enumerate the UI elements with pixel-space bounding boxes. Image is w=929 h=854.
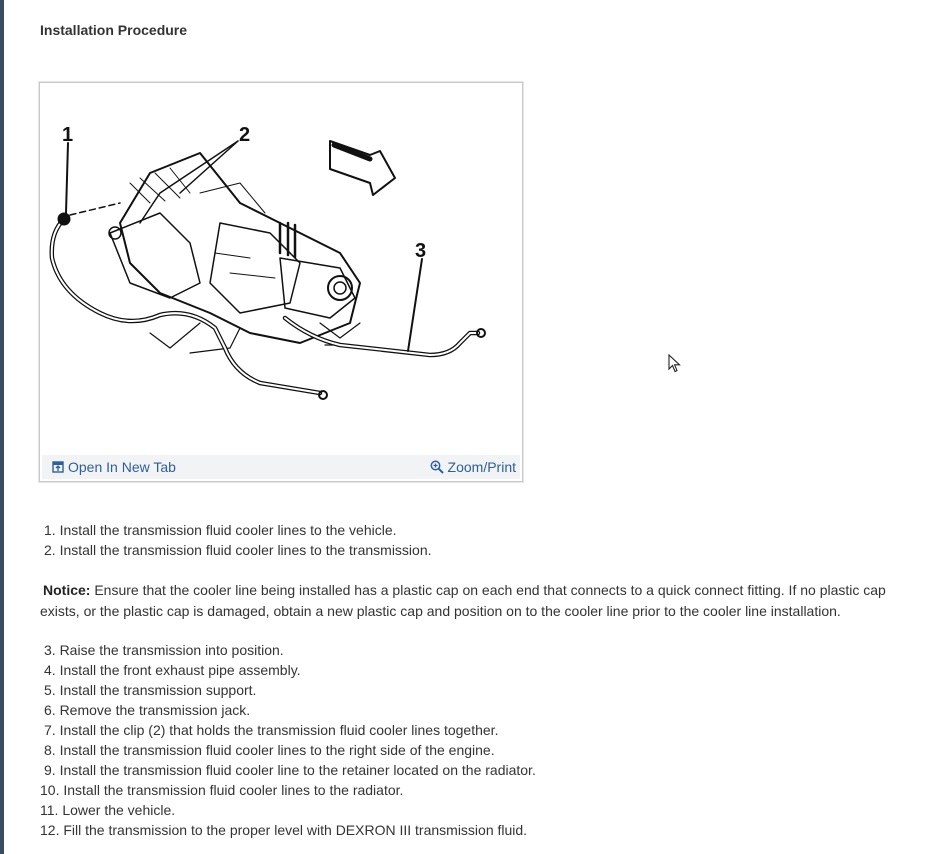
open-in-new-tab-label: Open In New Tab — [68, 459, 176, 475]
callout-1: 1 — [62, 124, 74, 146]
section-title: Installation Procedure — [40, 22, 188, 38]
zoom-print-link[interactable]: Zoom/Print — [430, 459, 516, 475]
list-item: 11. Lower the vehicle. — [40, 802, 176, 818]
list-item: 6. Remove the transmission jack. — [44, 702, 251, 718]
list-item: 10. Install the transmission fluid coole… — [40, 782, 404, 798]
notice-paragraph: Notice: Ensure that the cooler line bein… — [40, 580, 920, 622]
list-item: 9. Install the transmission fluid cooler… — [44, 762, 536, 778]
mouse-cursor-icon — [668, 354, 681, 373]
open-in-new-tab-link[interactable]: Open In New Tab — [52, 459, 176, 475]
callout-3: 3 — [415, 240, 427, 262]
notice-text: Ensure that the cooler line being instal… — [40, 582, 886, 619]
notice-label: Notice: — [43, 582, 91, 598]
open-new-tab-icon — [52, 461, 64, 473]
diagram-figure: Open In New Tab Zoom/Print — [39, 82, 523, 482]
list-item: 12. Fill the transmission to the proper … — [40, 822, 528, 838]
transmission-cooler-line-diagram — [49, 140, 486, 400]
list-item: 3. Raise the transmission into position. — [44, 642, 284, 658]
list-item: 7. Install the clip (2) that holds the t… — [44, 722, 499, 738]
figure-toolbar: Open In New Tab Zoom/Print — [42, 455, 520, 479]
list-item: 1. Install the transmission fluid cooler… — [44, 522, 397, 538]
list-item: 2. Install the transmission fluid cooler… — [44, 542, 432, 558]
steps-list-second: 3. Raise the transmission into position.… — [40, 640, 536, 840]
magnifier-plus-icon — [430, 460, 444, 474]
zoom-print-label: Zoom/Print — [447, 459, 516, 475]
list-item: 4. Install the front exhaust pipe assemb… — [44, 662, 301, 678]
list-item: 5. Install the transmission support. — [44, 682, 257, 698]
callout-2: 2 — [239, 124, 251, 146]
steps-list-first: 1. Install the transmission fluid cooler… — [40, 520, 432, 560]
list-item: 8. Install the transmission fluid cooler… — [44, 742, 495, 758]
window-left-edge — [0, 0, 4, 854]
